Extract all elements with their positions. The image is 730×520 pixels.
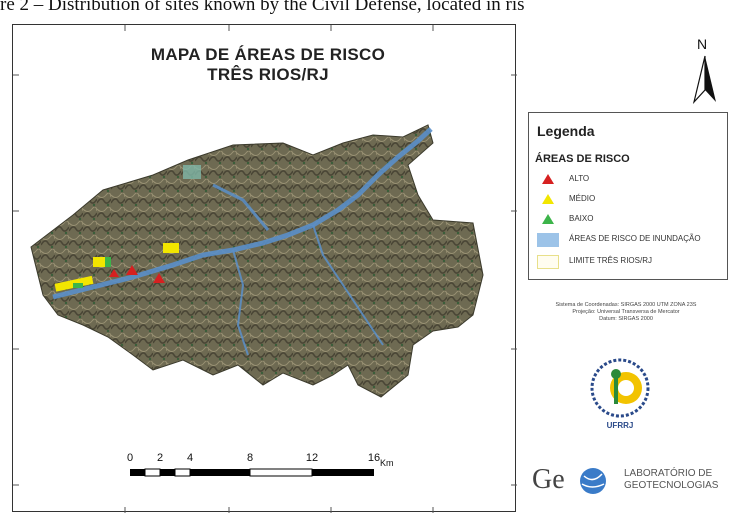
legend-item-label: ALTO bbox=[569, 174, 590, 183]
north-arrow-icon bbox=[692, 55, 716, 105]
geotecnologias-logo: Ge LABORATÓRIO DE GEOTECNOLOGIAS bbox=[528, 460, 730, 508]
figure-caption: re 2 – Distribution of sites known by th… bbox=[0, 0, 525, 15]
map-title-line1: MAPA DE ÁREAS DE RISCO bbox=[150, 45, 386, 64]
geo-prefix: Ge bbox=[532, 464, 565, 495]
legend-subtitle: ÁREAS DE RISCO bbox=[535, 153, 630, 165]
scale-label: 4 bbox=[186, 452, 194, 464]
legend-item-label: LIMITE TRÊS RIOS/RJ bbox=[569, 256, 652, 265]
boundary-swatch-icon bbox=[537, 255, 559, 269]
coordinate-info: Sistema de Coordenadas: SIRGAS 2000 UTM … bbox=[522, 302, 730, 323]
triangle-icon bbox=[542, 214, 554, 224]
north-river bbox=[212, 183, 270, 231]
geo-line2: GEOTECNOLOGIAS bbox=[624, 480, 719, 491]
triangle-icon bbox=[542, 194, 554, 204]
map-canvas bbox=[13, 25, 517, 513]
legend-item-label: BAIXO bbox=[569, 214, 594, 223]
scale-label: 8 bbox=[246, 452, 254, 464]
scale-bar: 0 2 4 8 12 16 Km bbox=[120, 452, 410, 484]
grid-ticks bbox=[13, 25, 517, 513]
secondary-river bbox=[232, 224, 384, 356]
scale-bar-graphic bbox=[130, 468, 374, 477]
north-label: N bbox=[697, 36, 708, 52]
legend-item-low: BAIXO bbox=[529, 211, 729, 229]
ufrrj-logo: UFRRJ bbox=[590, 358, 650, 430]
coord-system: Sistema de Coordenadas: SIRGAS 2000 UTM … bbox=[555, 302, 697, 308]
low-risk-zones bbox=[73, 257, 111, 288]
legend-item-label: ÁREAS DE RISCO DE INUNDAÇÃO bbox=[569, 234, 701, 243]
scale-unit: Km bbox=[380, 458, 394, 468]
flood-risk-river bbox=[52, 127, 433, 300]
legend-item-flood: ÁREAS DE RISCO DE INUNDAÇÃO bbox=[529, 231, 729, 249]
scale-label: 16 bbox=[367, 452, 381, 464]
geo-line1: LABORATÓRIO DE bbox=[624, 468, 713, 479]
map-frame: MAPA DE ÁREAS DE RISCO TRÊS RIOS/RJ bbox=[12, 24, 517, 513]
legend-title: Legenda bbox=[537, 123, 595, 139]
legend-item-medium: MÉDIO bbox=[529, 191, 729, 209]
projection: Projeção: Universal Transversa de Mercat… bbox=[572, 309, 680, 315]
flood-patch bbox=[183, 165, 201, 179]
datum: Datum: SIRGAS 2000 bbox=[599, 316, 653, 322]
legend-item-boundary: LIMITE TRÊS RIOS/RJ bbox=[529, 253, 729, 271]
legend: Legenda ÁREAS DE RISCO ALTO MÉDIO BAIXO … bbox=[528, 112, 728, 280]
flood-swatch-icon bbox=[537, 233, 559, 247]
municipality-area bbox=[30, 124, 484, 398]
map-title: MAPA DE ÁREAS DE RISCO TRÊS RIOS/RJ bbox=[73, 45, 463, 85]
scale-label: 0 bbox=[126, 452, 134, 464]
high-risk-zones bbox=[109, 265, 165, 283]
scale-label: 2 bbox=[156, 452, 164, 464]
legend-item-label: MÉDIO bbox=[569, 194, 596, 203]
triangle-icon bbox=[542, 174, 554, 184]
legend-item-high: ALTO bbox=[529, 171, 729, 189]
map-title-line2: TRÊS RIOS/RJ bbox=[207, 65, 329, 84]
ufrrj-text: UFRRJ bbox=[607, 421, 634, 430]
globe-icon bbox=[580, 468, 606, 494]
scale-label: 12 bbox=[305, 452, 319, 464]
